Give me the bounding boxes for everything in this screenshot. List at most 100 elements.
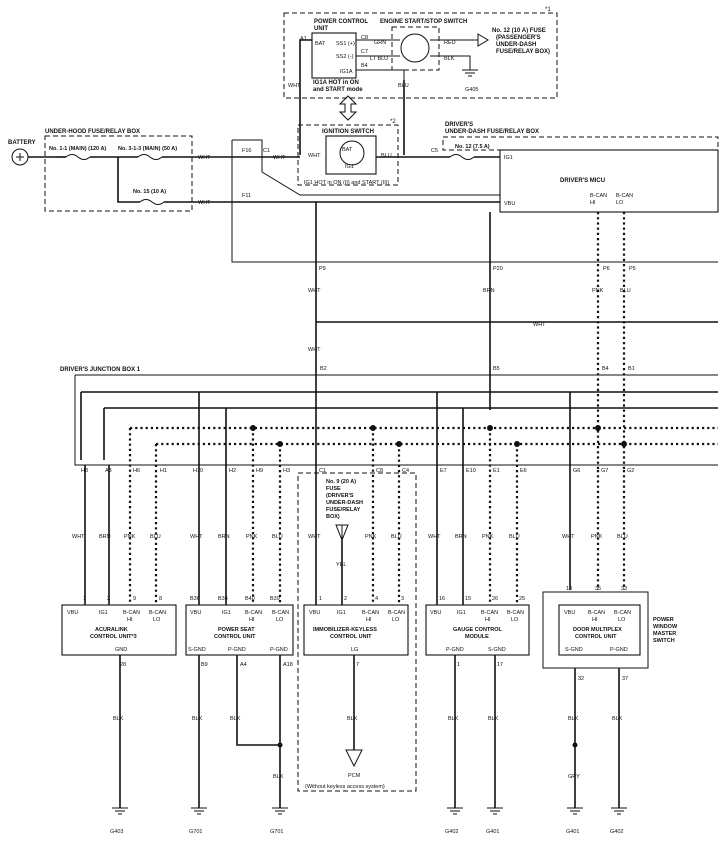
pin-f16: F16 [242, 148, 251, 154]
svg-text:WHT: WHT [562, 534, 575, 540]
wire-blu-ig: BLU [381, 153, 392, 159]
ground-g403: G403 [110, 829, 123, 835]
fuse9-triangle [335, 524, 349, 542]
ig-ig1: IG1 [345, 164, 354, 170]
gauge-name-2: MODULE [465, 634, 489, 640]
svg-text:33: 33 [621, 586, 627, 592]
immobilizer-name-1: IMMOBILIZER-KEYLESS [313, 627, 377, 633]
ground-g402-a: G402 [445, 829, 458, 835]
svg-text:B-CAN: B-CAN [588, 610, 605, 616]
svg-text:BLK: BLK [347, 716, 358, 722]
es-fuse-4: FUSE/RELAY BOX) [496, 49, 550, 55]
svg-text:GND: GND [115, 647, 127, 653]
driver-box-title-2: UNDER-DASH FUSE/RELAY BOX [445, 129, 539, 135]
jpin-h8: H8 [81, 468, 88, 474]
svg-text:BLU: BLU [617, 534, 628, 540]
power-seat-box [185, 604, 294, 656]
battery-label: BATTERY [8, 140, 36, 146]
jpin-c1: C1 [319, 468, 326, 474]
wire-wht-2: WHT [198, 200, 211, 206]
micu-bcanhi-1: B-CAN [590, 193, 607, 199]
svg-text:BRN: BRN [99, 534, 111, 540]
svg-text:PNK: PNK [246, 534, 258, 540]
jpin-h9: H9 [256, 468, 263, 474]
svg-text:PNK: PNK [482, 534, 494, 540]
jpin-g2: G2 [627, 468, 634, 474]
pin-p9: P9 [319, 266, 326, 272]
power-window-switch-box [542, 591, 649, 669]
ig-hot: IG1 HOT in ON (II) and START (III) [304, 180, 389, 186]
jpin-g6: G6 [573, 468, 580, 474]
svg-text:VBU: VBU [309, 610, 320, 616]
jpin-h6: H6 [133, 468, 140, 474]
jpin-e10: E10 [466, 468, 476, 474]
jpin-e7: E7 [440, 468, 447, 474]
junction-pins: H8 A3 H6 H1 H10 H2 H9 H3 C1 C8 C4 E7 E10… [81, 468, 634, 474]
es-fuse-1: No. 12 (10 A) FUSE [492, 28, 546, 34]
jpin-e1: E1 [493, 468, 500, 474]
pcu-bat: BAT [315, 41, 326, 47]
svg-text:VBU: VBU [67, 610, 78, 616]
svg-text:26: 26 [492, 596, 498, 602]
svg-text:17: 17 [497, 662, 503, 668]
fuse-3-1-symbol [137, 154, 163, 160]
wire-wht-p9: WHT [308, 288, 321, 294]
svg-text:BLK: BLK [488, 716, 499, 722]
jpin-h3: H3 [283, 468, 290, 474]
pcu-hot-1: IG1A HOT in ON [313, 80, 359, 86]
wire-pnk-p6: PNK [592, 288, 604, 294]
jpin-h1: H1 [160, 468, 167, 474]
svg-text:B-CAN: B-CAN [245, 610, 262, 616]
fuse9-6: BOX) [326, 514, 340, 520]
fuse9-5: FUSE/RELAY [326, 507, 361, 513]
ground-g701-a: G701 [189, 829, 202, 835]
pin-p20: P20 [493, 266, 503, 272]
pin-f11: F11 [242, 193, 251, 199]
micu-bcanlo-1: B-CAN [616, 193, 633, 199]
pin-a1: A1 [300, 36, 307, 42]
svg-text:P-GND: P-GND [446, 647, 464, 653]
wire-wht-ig: WHT [308, 153, 321, 159]
pin-b4-top: B4 [361, 63, 368, 69]
pin-p5: P5 [629, 266, 636, 272]
junction-box-frame [74, 374, 718, 466]
es-fuse-2: (PASSENGER'S [496, 35, 541, 41]
pin-b1: B1 [628, 366, 635, 372]
es-ltblu: LT BLU [370, 56, 388, 62]
svg-text:A18: A18 [283, 662, 293, 668]
acuralink-name-2: CONTROL UNIT*3 [90, 634, 137, 640]
engine-switch-box [391, 26, 440, 71]
svg-text:B40: B40 [245, 596, 255, 602]
svg-text:PNK: PNK [591, 534, 603, 540]
power-control-title-2: UNIT [314, 26, 328, 32]
svg-text:P-GND: P-GND [270, 647, 288, 653]
svg-text:PNK: PNK [365, 534, 377, 540]
driver-fuse-label: No. 12 (7.5 A) [455, 144, 490, 150]
ignition-switch-symbol [339, 140, 365, 166]
svg-text:IG1: IG1 [457, 610, 466, 616]
pw-2: WINDOW [653, 624, 678, 630]
door-multiplex-box [558, 604, 641, 656]
svg-text:S-GND: S-GND [488, 647, 506, 653]
acuralink-box [61, 604, 177, 656]
ground-g402-b: G402 [610, 829, 623, 835]
svg-text:LO: LO [153, 617, 161, 623]
door-name-1: DOOR MULTIPLEX [573, 627, 622, 633]
pcu-ss2: SS2 (-) [336, 54, 354, 60]
micu-bcanlo-2: LO [616, 200, 624, 206]
pin-c1: C1 [263, 148, 270, 154]
svg-text:B-CAN: B-CAN [614, 610, 631, 616]
svg-text:HI: HI [127, 617, 133, 623]
pin-c5: C5 [431, 148, 438, 154]
pcu-ss1: SS1 (+) [336, 41, 355, 47]
svg-text:BLK: BLK [612, 716, 623, 722]
ground-g701-b: G701 [270, 829, 283, 835]
svg-text:2: 2 [344, 596, 347, 602]
wire-wht-1: WHT [198, 155, 211, 161]
pin-c8: C8 [361, 35, 368, 41]
svg-text:VBU: VBU [564, 610, 575, 616]
svg-text:16: 16 [439, 596, 445, 602]
es-blk: BLK [444, 56, 455, 62]
svg-text:HI: HI [249, 617, 255, 623]
